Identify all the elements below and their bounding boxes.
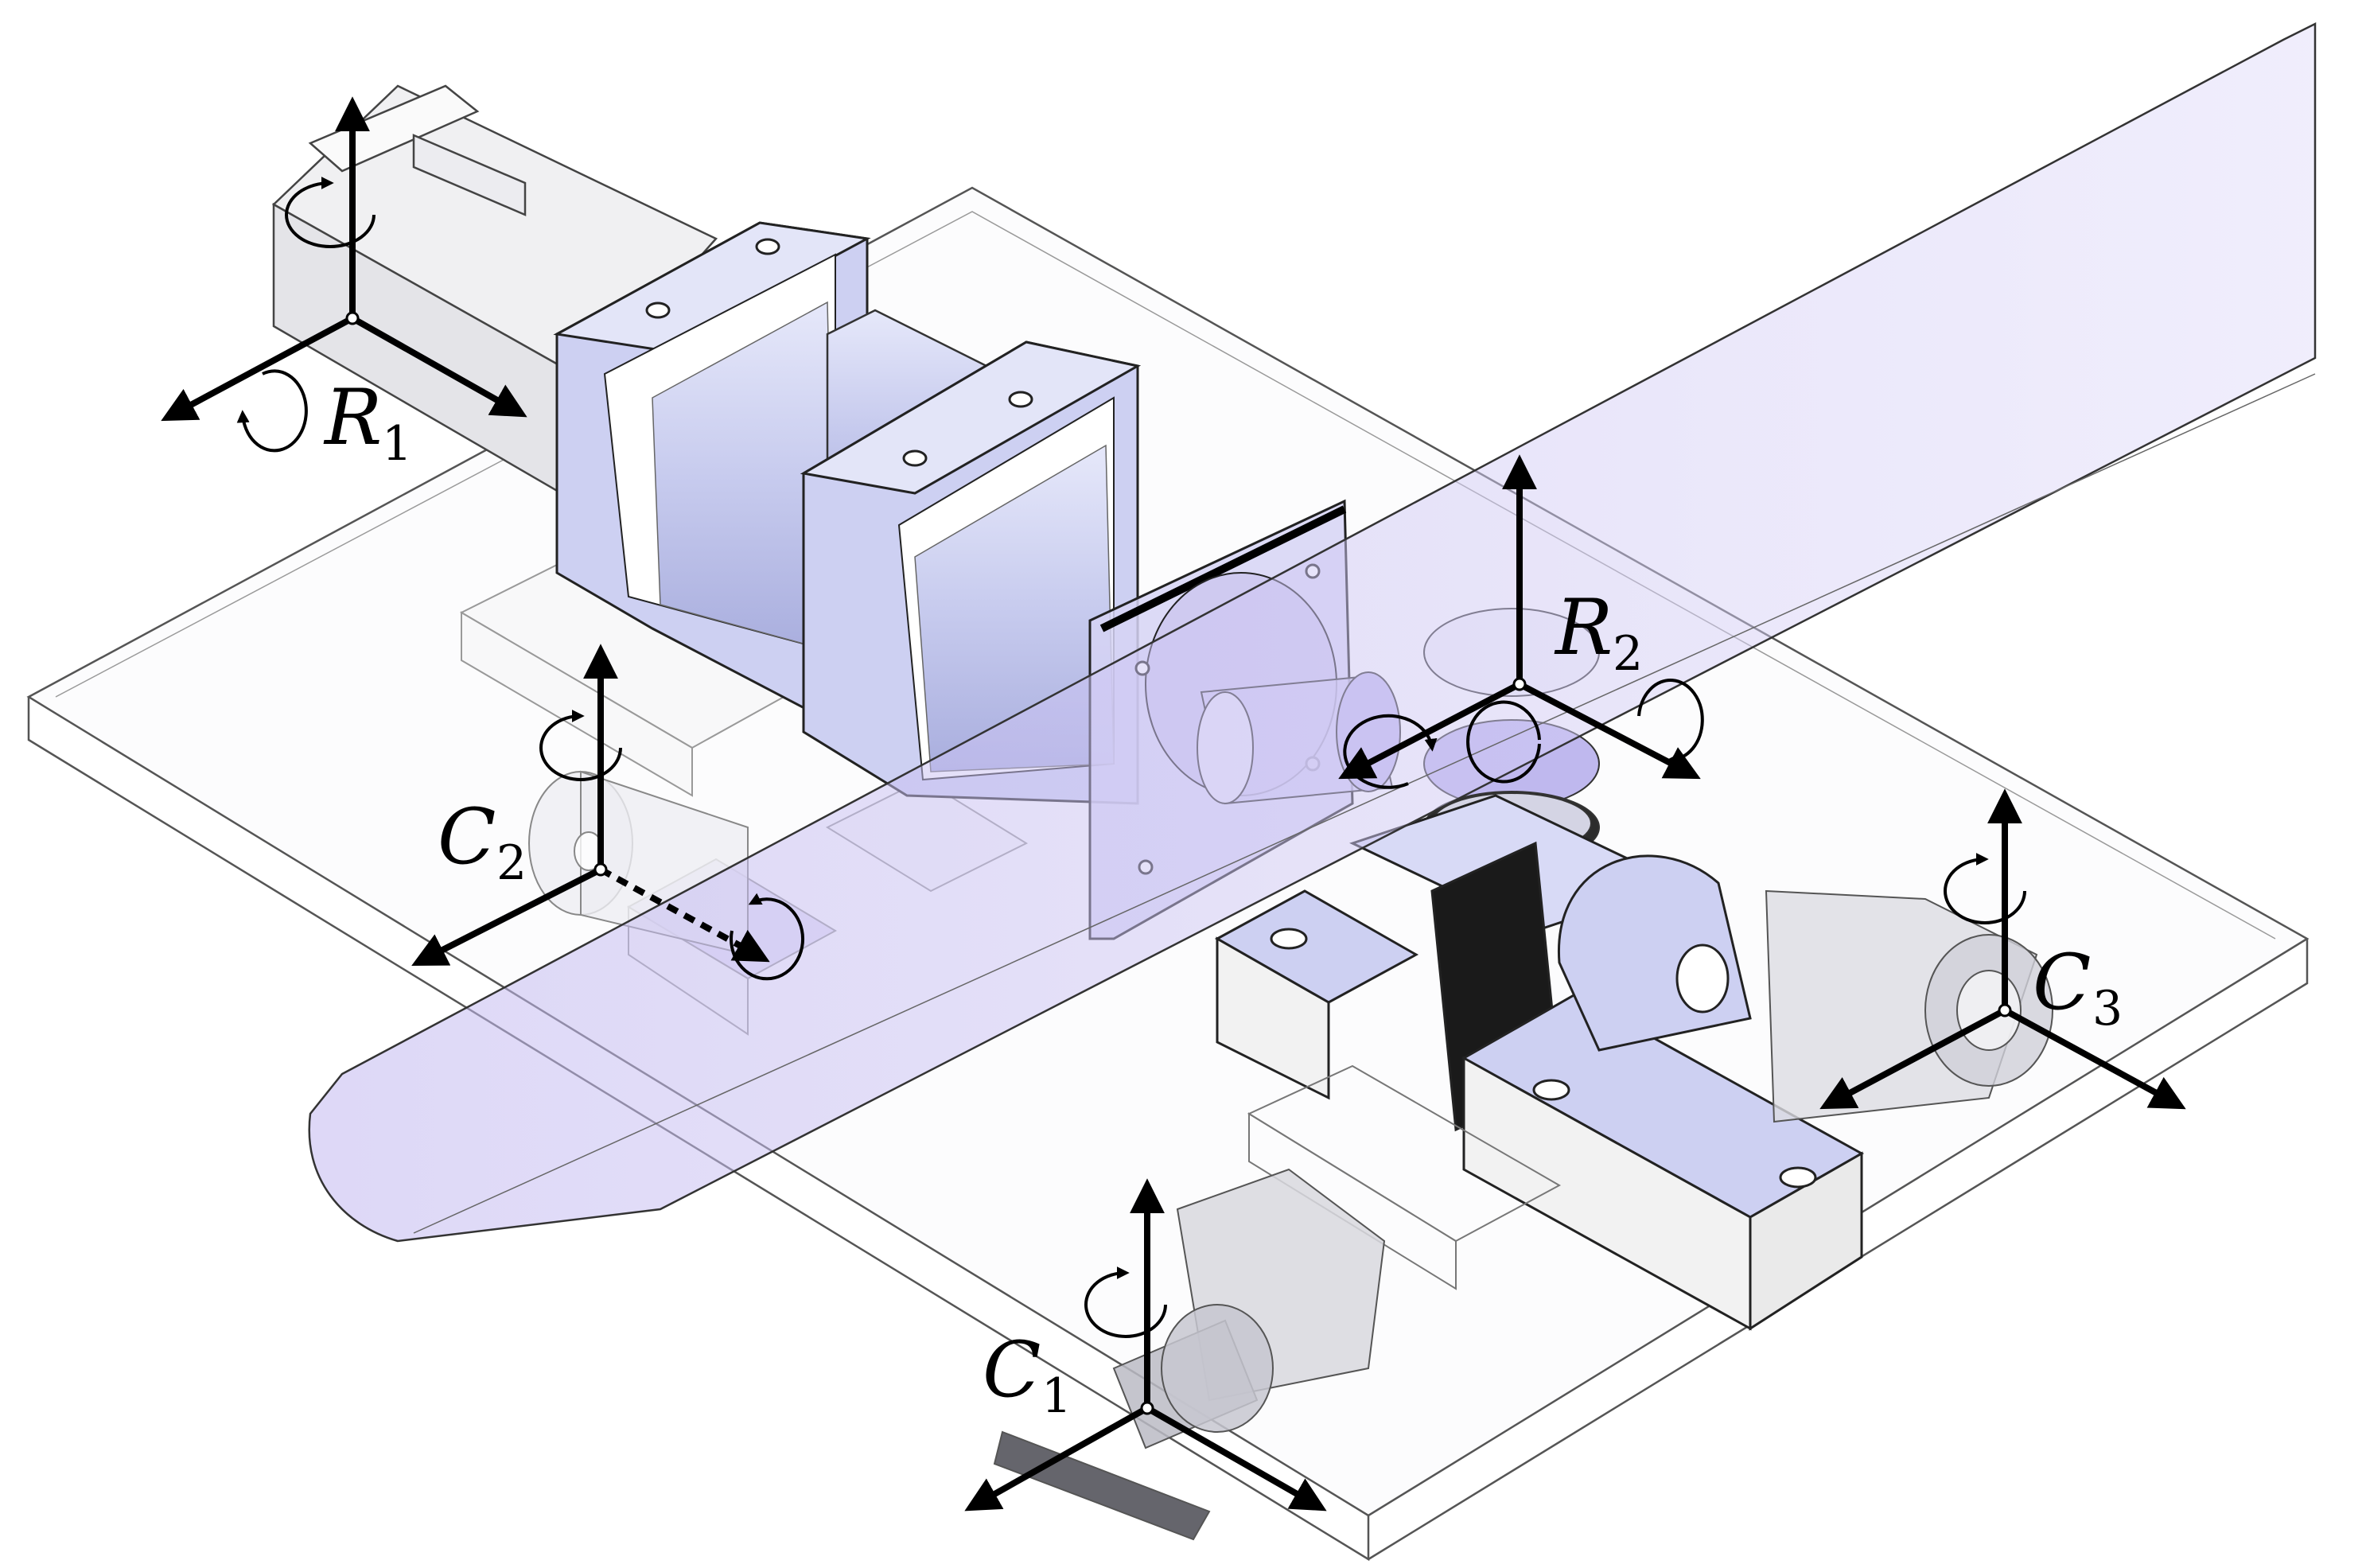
svg-text:R: R xyxy=(1554,583,1613,672)
frame-c3-axes xyxy=(1819,788,2186,1110)
rotation-arrow-icon xyxy=(1637,679,1704,766)
svg-text:R: R xyxy=(323,373,382,462)
svg-text:1: 1 xyxy=(382,416,412,472)
bearing-housing-1 xyxy=(553,221,871,718)
label-c2: C 2 xyxy=(438,792,527,891)
frame-r1-axes xyxy=(161,96,527,422)
frame-r2-axes xyxy=(1338,454,1701,780)
rotation-arrow-icon xyxy=(730,893,805,981)
frame-c1-axes xyxy=(964,1178,1327,1512)
label-c1: C 1 xyxy=(983,1325,1072,1424)
ghost-plates xyxy=(1247,1064,1562,1290)
svg-text:C: C xyxy=(438,792,496,881)
svg-text:C: C xyxy=(2033,938,2091,1027)
foot-beam xyxy=(308,21,2317,1243)
svg-text:2: 2 xyxy=(496,835,527,891)
frame-c2-axes xyxy=(411,644,770,966)
rotation-arrow-icon xyxy=(236,369,308,453)
bearing-housing-2 xyxy=(800,340,1142,805)
joint-c1 xyxy=(993,1168,1386,1541)
rotation-arrow-icon xyxy=(1343,714,1438,789)
rotation-arrow-icon xyxy=(1944,853,2026,924)
svg-text:1: 1 xyxy=(1041,1368,1072,1424)
svg-text:3: 3 xyxy=(2092,981,2123,1037)
label-r1: R 1 xyxy=(323,373,412,472)
rotation-arrow-icon xyxy=(1466,700,1541,784)
svg-text:C: C xyxy=(983,1325,1041,1414)
rotation-arrow-icon xyxy=(1084,1266,1167,1338)
rotation-arrow-icon xyxy=(285,177,376,248)
label-c3: C 3 xyxy=(2033,938,2123,1037)
pillow-block-r2 xyxy=(1214,794,1865,1331)
svg-text:2: 2 xyxy=(1613,626,1643,682)
rotation-arrows xyxy=(236,177,2026,1338)
label-r2: R 2 xyxy=(1554,583,1643,682)
rotation-arrow-icon xyxy=(539,710,622,781)
